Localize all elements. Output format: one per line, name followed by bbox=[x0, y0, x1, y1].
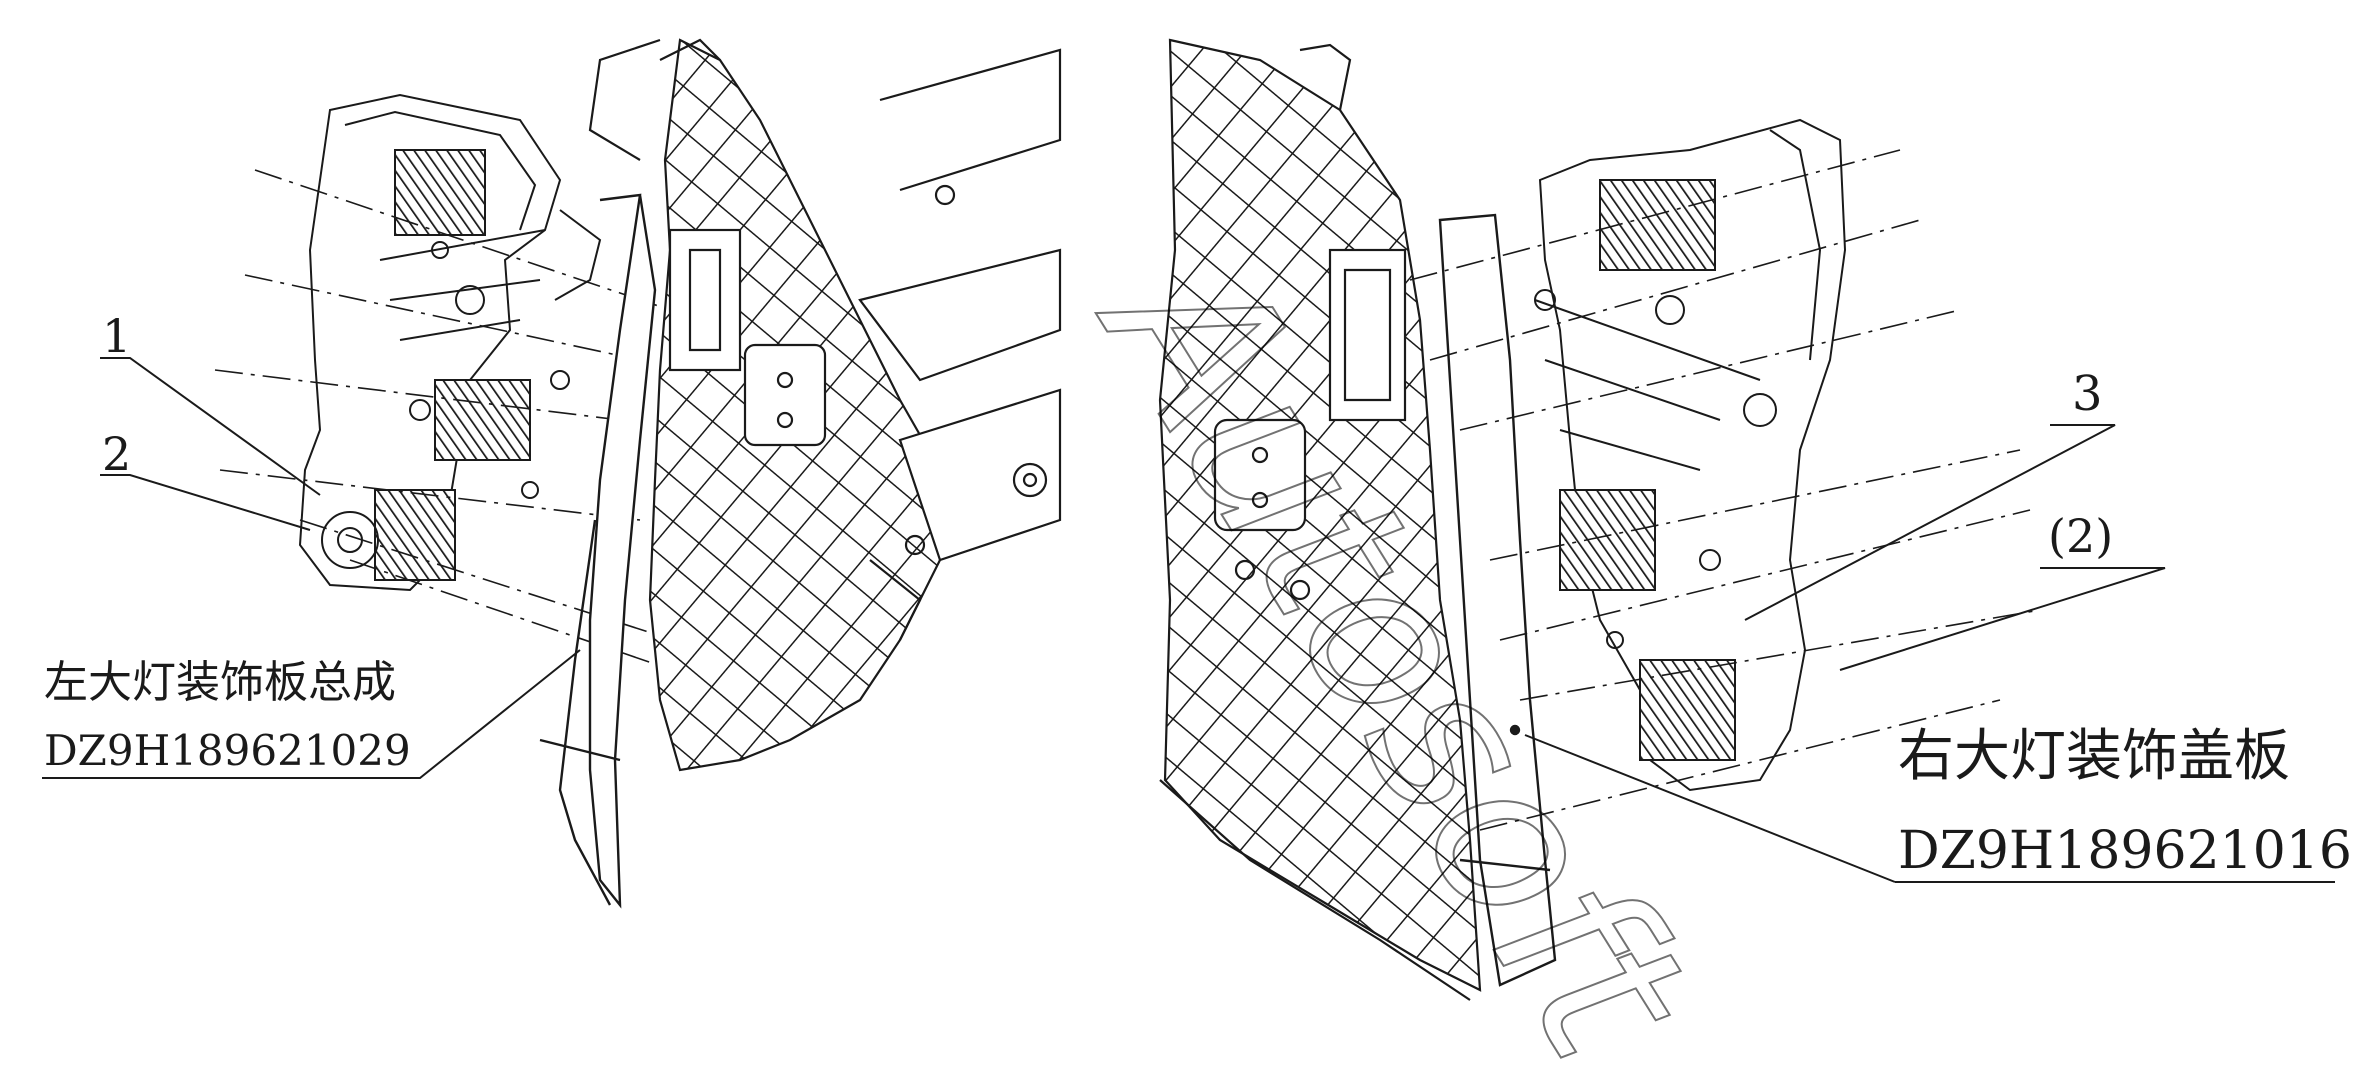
left-part-number: DZ9H189621029 bbox=[44, 726, 411, 775]
upper-heatsink bbox=[394, 149, 486, 236]
right-lower-heatsink bbox=[1639, 659, 1736, 761]
right-part-number: DZ9H189621016 bbox=[1898, 821, 2352, 881]
right-mid-heatsink bbox=[1559, 489, 1656, 591]
left-part-name: 左大灯装饰板总成 bbox=[44, 657, 396, 708]
callout-paren-2: (2) bbox=[2048, 509, 2113, 563]
left-headlamp-assembly bbox=[298, 93, 602, 592]
leader-lines bbox=[42, 357, 2335, 883]
right-center-lines bbox=[1409, 149, 2041, 831]
right-part-name: 右大灯装饰盖板 bbox=[1898, 724, 2290, 789]
right-trim-panel bbox=[1438, 213, 1557, 987]
callout-2: 2 bbox=[102, 427, 131, 481]
left-trim-panel bbox=[539, 193, 657, 909]
callout-3: 3 bbox=[2072, 366, 2103, 422]
right-cab-structure bbox=[1158, 38, 1482, 1001]
callout-1: 1 bbox=[102, 309, 131, 363]
right-headlamp-assembly bbox=[1534, 118, 1847, 792]
left-cab-structure bbox=[588, 38, 1062, 772]
mid-heatsink bbox=[434, 379, 531, 461]
